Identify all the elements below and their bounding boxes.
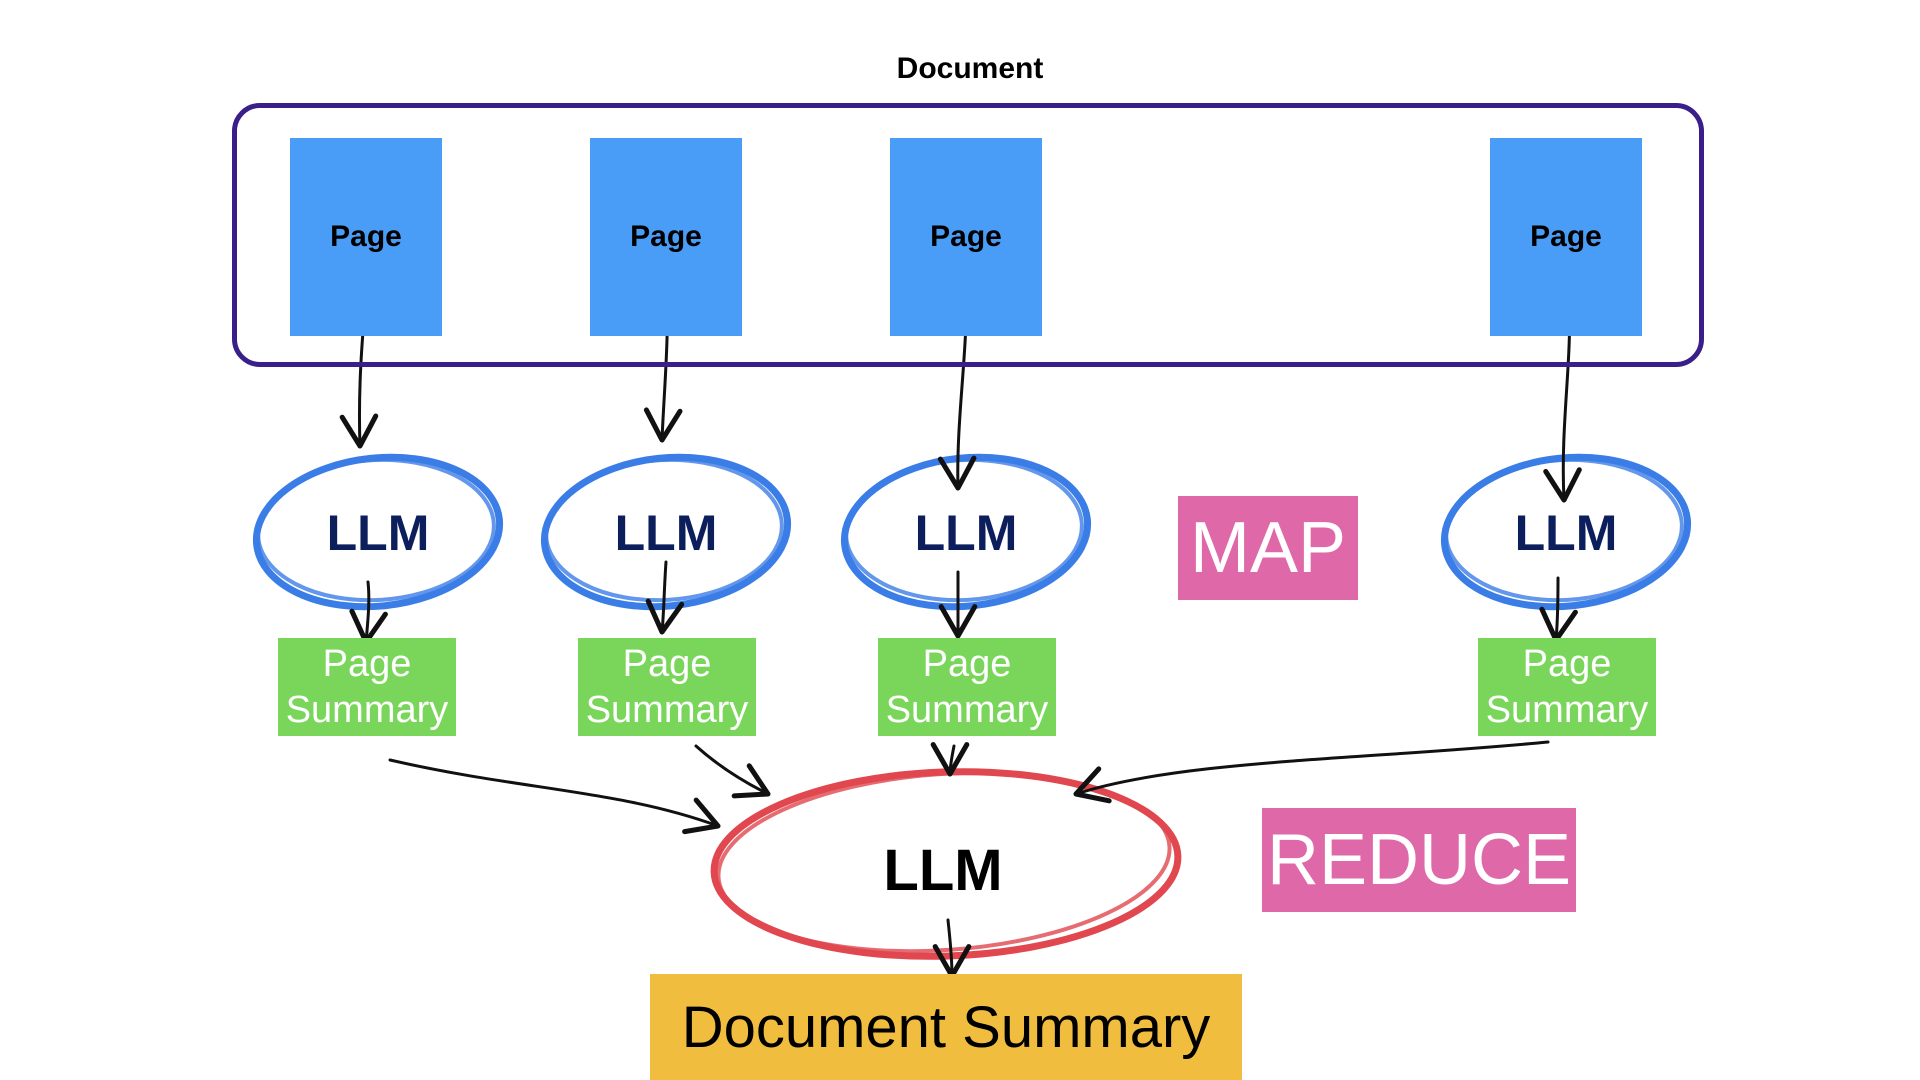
map-llm-ellipse-1 — [252, 453, 504, 611]
arrow-reduce-to-output — [932, 918, 972, 979]
page-summary-line2: Summary — [285, 689, 449, 731]
page-summary-line1: Page — [622, 643, 712, 685]
page-summary-line2: Summary — [885, 689, 1049, 731]
page-box-4: Page — [1490, 138, 1642, 336]
map-llm-ellipse-4 — [1440, 453, 1692, 611]
map-llm-label-2: LLM — [614, 505, 718, 561]
arrow-summary1-to-reduce — [388, 758, 721, 835]
page-box-3: Page — [890, 138, 1042, 336]
page-box-2: Page — [590, 138, 742, 336]
page-summary-line1: Page — [1522, 643, 1612, 685]
arrow-summary2-to-reduce — [694, 744, 771, 799]
map-llm-label-3: LLM — [914, 505, 1018, 561]
document-frame — [232, 103, 1704, 367]
page-box-1: Page — [290, 138, 442, 336]
page-summary-line1: Page — [922, 643, 1012, 685]
page-summary-line1: Page — [322, 643, 412, 685]
map-llm-label-4: LLM — [1514, 505, 1618, 561]
document-summary-box: Document Summary — [650, 974, 1242, 1080]
arrow-llm4-to-summary4 — [1539, 576, 1578, 643]
arrow-llm1-to-summary1 — [349, 580, 388, 645]
arrow-llm2-to-summary2 — [645, 560, 685, 635]
arrow-summary4-to-reduce — [1073, 740, 1550, 804]
page-summary-line2: Summary — [1485, 689, 1649, 731]
reduce-phase-tag: REDUCE — [1262, 808, 1576, 912]
reduce-llm-label: LLM — [883, 838, 1003, 903]
map-phase-tag: MAP — [1178, 496, 1358, 600]
arrow-summary3-to-reduce — [930, 742, 970, 777]
page-summary-line2: Summary — [585, 689, 749, 731]
map-llm-label-1: LLM — [326, 505, 430, 561]
document-title: Document — [896, 52, 1044, 85]
